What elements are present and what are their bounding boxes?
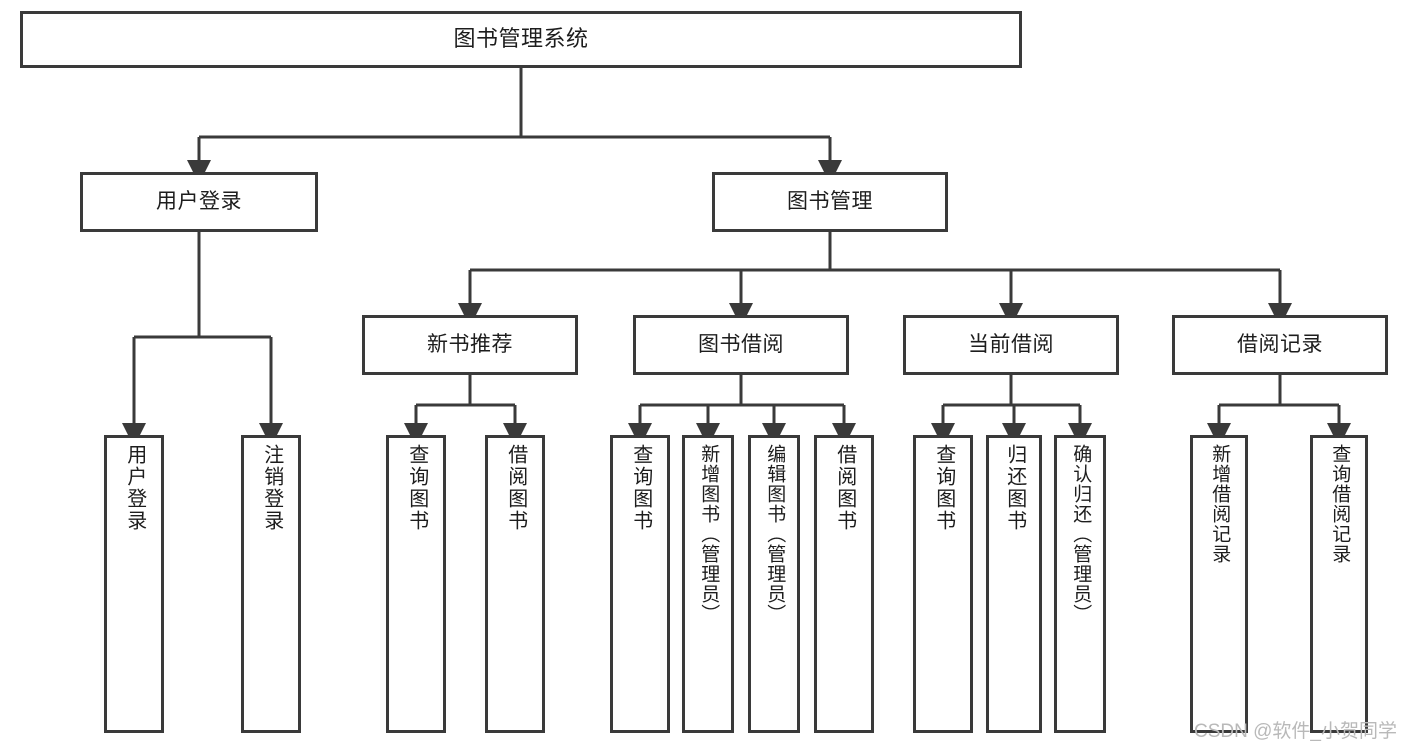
node-label: 用户登录: [156, 190, 242, 214]
leaf-leaf-add-borrow-record[interactable]: 新增借阅记录: [1190, 435, 1248, 733]
node-label: 图书借阅: [698, 333, 784, 357]
node-label: 当前借阅: [968, 333, 1054, 357]
leaf-leaf-add-book[interactable]: 新增图书（管理员）: [682, 435, 734, 733]
node-label: 图书管理系统: [453, 26, 589, 52]
node-label: 确认归还（管理员）: [1070, 444, 1092, 624]
leaf-leaf-query-borrow-record[interactable]: 查询借阅记录: [1310, 435, 1368, 733]
node-label: 新增图书（管理员）: [698, 444, 720, 624]
leaf-leaf-edit-book[interactable]: 编辑图书（管理员）: [748, 435, 800, 733]
leaf-leaf-borrow-book[interactable]: 借阅图书: [814, 435, 874, 733]
node-label: 借阅图书: [504, 444, 527, 532]
node-label: 新增借阅记录: [1209, 444, 1231, 564]
node-current-borrow[interactable]: 当前借阅: [903, 315, 1119, 375]
node-root[interactable]: 图书管理系统: [20, 11, 1022, 68]
node-label: 查询图书: [405, 444, 428, 532]
node-label: 借阅图书: [833, 444, 856, 532]
leaf-leaf-return-book[interactable]: 归还图书: [986, 435, 1042, 733]
leaf-leaf-borrow-book-rec[interactable]: 借阅图书: [485, 435, 545, 733]
node-label: 查询图书: [629, 444, 652, 532]
node-book-borrow[interactable]: 图书借阅: [633, 315, 849, 375]
node-label: 查询借阅记录: [1329, 444, 1351, 564]
leaf-leaf-user-login[interactable]: 用户登录: [104, 435, 164, 733]
node-book-management[interactable]: 图书管理: [712, 172, 948, 232]
leaf-leaf-query-book-current[interactable]: 查询图书: [913, 435, 973, 733]
node-label: 借阅记录: [1237, 333, 1323, 357]
node-label: 查询图书: [932, 444, 955, 532]
node-label: 注销登录: [260, 444, 283, 532]
node-label: 新书推荐: [427, 333, 513, 357]
node-label: 编辑图书（管理员）: [764, 444, 786, 624]
node-borrow-record[interactable]: 借阅记录: [1172, 315, 1388, 375]
node-new-book-recommend[interactable]: 新书推荐: [362, 315, 578, 375]
node-label: 图书管理: [787, 190, 873, 214]
node-user-login[interactable]: 用户登录: [80, 172, 318, 232]
watermark-text: CSDN @软件_小贺同学: [1194, 721, 1397, 742]
leaf-leaf-logout[interactable]: 注销登录: [241, 435, 301, 733]
node-label: 归还图书: [1003, 444, 1026, 532]
node-label: 用户登录: [123, 444, 146, 532]
leaf-leaf-confirm-return[interactable]: 确认归还（管理员）: [1054, 435, 1106, 733]
leaf-leaf-query-book-rec[interactable]: 查询图书: [386, 435, 446, 733]
leaf-leaf-query-book-borrow[interactable]: 查询图书: [610, 435, 670, 733]
